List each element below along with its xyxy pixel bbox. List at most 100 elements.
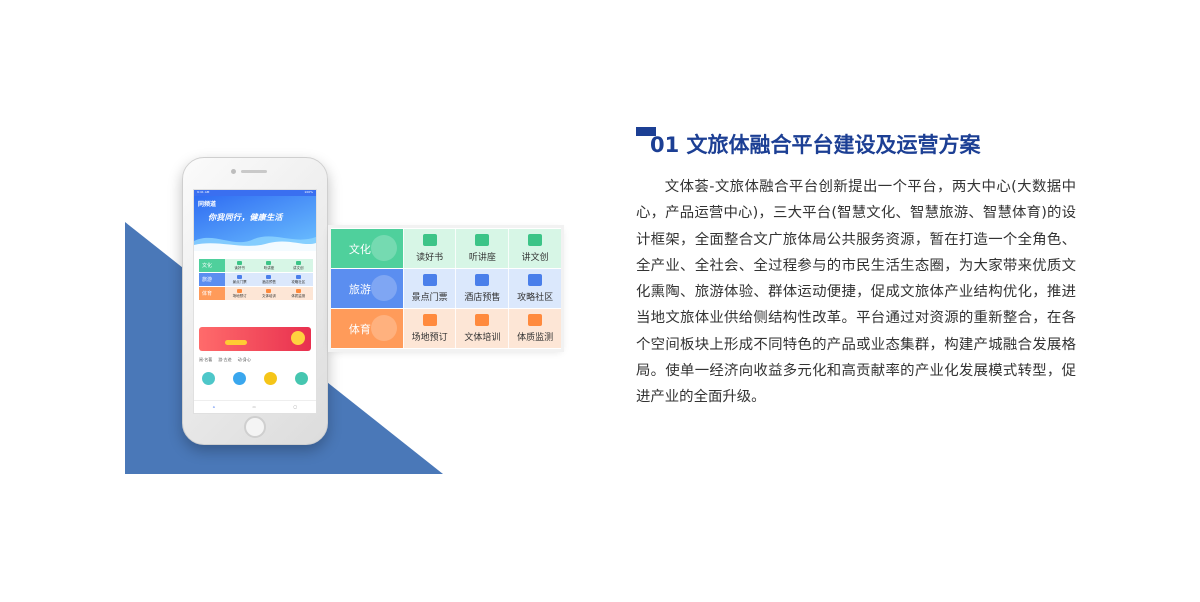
mini-service-label: 文体培训 bbox=[261, 293, 276, 298]
lecture-icon bbox=[266, 260, 272, 265]
mini-service-training[interactable]: 文体培训 bbox=[254, 287, 284, 300]
shortcut-icons bbox=[202, 372, 308, 385]
panel-row-label[interactable]: 旅游 bbox=[331, 269, 403, 308]
mini-service-label: 体质监测 bbox=[291, 293, 306, 298]
document-icon bbox=[528, 274, 543, 286]
status-battery: 100% bbox=[304, 190, 313, 194]
service-hotel[interactable]: 酒店预售 bbox=[455, 269, 509, 308]
circle-icon-blue[interactable] bbox=[233, 372, 246, 385]
category-glyph-icon bbox=[370, 315, 397, 341]
banner-slogan: 你我同行，健康生活 bbox=[208, 213, 283, 222]
mini-service-document[interactable]: 攻略社区 bbox=[283, 273, 313, 286]
service-fitness[interactable]: 体质监测 bbox=[508, 309, 561, 348]
mini-service-label: 场地预订 bbox=[232, 293, 247, 298]
home-icon[interactable]: ⌂ bbox=[212, 405, 215, 409]
panel-row-label[interactable]: 文化 bbox=[331, 229, 403, 268]
status-bar: 9:41 AM 100% bbox=[194, 190, 316, 196]
category-glyph-icon bbox=[370, 235, 397, 261]
service-lecture[interactable]: 听讲座 bbox=[455, 229, 509, 268]
promo-button[interactable] bbox=[225, 340, 247, 345]
service-label: 攻略社区 bbox=[517, 293, 554, 303]
service-label: 讲文创 bbox=[521, 253, 549, 263]
banner-wave bbox=[194, 236, 316, 251]
service-pagoda[interactable]: 景点门票 bbox=[402, 269, 456, 308]
mini-service-label: 读好书 bbox=[234, 265, 245, 270]
pagoda-icon bbox=[422, 274, 437, 286]
mini-service-grid: 文化 读好书 听讲座讲文创旅游 景点门票 酒店预售 攻略社区体育 场地预订 文体培训 体质监测 bbox=[199, 259, 313, 301]
tab-2[interactable]: 动·身心 bbox=[237, 357, 251, 362]
mini-service-hotel[interactable]: 酒店预售 bbox=[254, 273, 284, 286]
service-label: 体质监测 bbox=[517, 333, 554, 343]
fan-icon bbox=[295, 260, 301, 265]
panel-row-2: 体育场地预订 文体培训 体质监测 bbox=[331, 309, 561, 348]
mini-service-book[interactable]: 读好书 bbox=[225, 259, 255, 272]
mini-row-2: 体育 场地预订 文体培训 体质监测 bbox=[199, 287, 313, 300]
mini-service-fan[interactable]: 讲文创 bbox=[283, 259, 313, 272]
tab-0[interactable]: 阅·名著 bbox=[199, 357, 213, 362]
phone-mockup: 9:41 AM 100% 同频道 你我同行，健康生活 文化读好书听讲座讲文创旅游… bbox=[182, 157, 328, 445]
panel-row-0: 文化读好书 听讲座 讲文创 bbox=[331, 229, 561, 268]
mini-service-pagoda[interactable]: 景点门票 bbox=[225, 273, 255, 286]
hotel-icon bbox=[475, 274, 490, 286]
venue-icon bbox=[422, 314, 437, 326]
service-panel: 文化读好书 听讲座 讲文创旅游景点门票酒店预售攻略社区体育场地预订 文体培训 体质监测 bbox=[331, 228, 561, 349]
app-banner[interactable]: 同频道 你我同行，健康生活 bbox=[194, 196, 316, 251]
phone-camera bbox=[231, 169, 236, 174]
fan-icon bbox=[528, 234, 543, 246]
mini-service-label: 景点门票 bbox=[232, 279, 247, 284]
page-title: 01 文旅体融合平台建设及运营方案 bbox=[650, 133, 981, 157]
content-tabs: 阅·名著 游·古迹 动·身心 bbox=[199, 357, 251, 363]
phone-screen: 9:41 AM 100% 同频道 你我同行，健康生活 文化读好书听讲座讲文创旅游… bbox=[193, 189, 317, 414]
service-label: 文体培训 bbox=[464, 333, 501, 343]
mini-service-lecture[interactable]: 听讲座 bbox=[254, 259, 284, 272]
coin-icon bbox=[291, 331, 305, 345]
panel-row-1: 旅游景点门票酒店预售攻略社区 bbox=[331, 269, 561, 308]
training-icon bbox=[475, 314, 490, 326]
heading-marker bbox=[636, 127, 656, 136]
service-training[interactable]: 文体培训 bbox=[455, 309, 509, 348]
mini-category-label[interactable]: 旅游 bbox=[199, 273, 225, 286]
service-fan[interactable]: 讲文创 bbox=[508, 229, 561, 268]
service-label: 读好书 bbox=[416, 253, 444, 263]
fitness-icon bbox=[528, 314, 543, 326]
circle-icon-teal[interactable] bbox=[202, 372, 215, 385]
mini-service-venue[interactable]: 场地预订 bbox=[225, 287, 255, 300]
tab-1[interactable]: 游·古迹 bbox=[218, 357, 232, 362]
mini-row-1: 旅游 景点门票 酒店预售 攻略社区 bbox=[199, 273, 313, 286]
service-label: 景点门票 bbox=[411, 293, 448, 303]
circle-icon-green[interactable] bbox=[295, 372, 308, 385]
user-icon[interactable]: ◯ bbox=[293, 405, 298, 409]
category-label: 体育 bbox=[348, 322, 371, 336]
bottom-nav: ⌂ ▭ ◯ bbox=[194, 400, 316, 413]
document-icon bbox=[295, 274, 301, 279]
mini-category-label[interactable]: 体育 bbox=[199, 287, 225, 300]
book-icon bbox=[237, 260, 243, 265]
service-venue[interactable]: 场地预订 bbox=[402, 309, 456, 348]
status-time: 9:41 AM bbox=[197, 190, 210, 194]
panel-row-label[interactable]: 体育 bbox=[331, 309, 403, 348]
service-document[interactable]: 攻略社区 bbox=[508, 269, 561, 308]
list-icon[interactable]: ▭ bbox=[252, 405, 256, 409]
book-icon bbox=[422, 234, 437, 246]
fitness-icon bbox=[295, 288, 301, 293]
venue-icon bbox=[237, 288, 243, 293]
phone-speaker bbox=[241, 170, 267, 173]
pagoda-icon bbox=[237, 274, 243, 279]
section-heading: 01 文旅体融合平台建设及运营方案 bbox=[636, 127, 981, 159]
mini-category-label[interactable]: 文化 bbox=[199, 259, 225, 272]
promo-banner[interactable] bbox=[199, 327, 311, 351]
service-book[interactable]: 读好书 bbox=[402, 229, 456, 268]
mini-service-label: 酒店预售 bbox=[261, 279, 276, 284]
hotel-icon bbox=[266, 274, 272, 279]
circle-icon-yellow[interactable] bbox=[264, 372, 277, 385]
mini-service-fitness[interactable]: 体质监测 bbox=[283, 287, 313, 300]
category-label: 旅游 bbox=[348, 282, 371, 296]
lecture-icon bbox=[475, 234, 490, 246]
mini-service-label: 攻略社区 bbox=[291, 279, 306, 284]
category-label: 文化 bbox=[348, 242, 371, 256]
home-button[interactable] bbox=[244, 416, 266, 438]
category-glyph-icon bbox=[370, 275, 397, 301]
training-icon bbox=[266, 288, 272, 293]
service-label: 场地预订 bbox=[411, 333, 448, 343]
service-label: 听讲座 bbox=[468, 253, 496, 263]
